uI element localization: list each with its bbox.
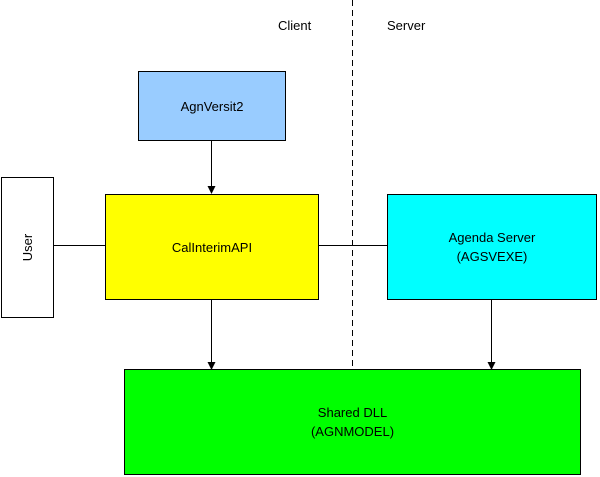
agnversit-node: AgnVersit2: [138, 71, 286, 141]
shared-dll-node-title: Shared DLL: [317, 405, 388, 420]
agnversit-node-label: AgnVersit2: [180, 98, 244, 114]
shared-dll-node: Shared DLL (AGNMODEL): [124, 369, 581, 475]
server-region-label: Server: [387, 18, 426, 33]
user-node: User: [1, 177, 54, 318]
agenda-server-node: Agenda Server (AGSVEXE): [387, 194, 597, 300]
callinterim-node-label: CalInterimAPI: [171, 239, 253, 255]
client-region-label: Client: [278, 18, 312, 33]
agenda-server-node-title: Agenda Server: [448, 230, 536, 245]
shared-dll-node-subtitle: (AGNMODEL): [310, 424, 395, 439]
user-node-label: User: [19, 233, 35, 262]
callinterim-node: CalInterimAPI: [105, 194, 319, 300]
agenda-server-node-subtitle: (AGSVEXE): [456, 249, 528, 264]
